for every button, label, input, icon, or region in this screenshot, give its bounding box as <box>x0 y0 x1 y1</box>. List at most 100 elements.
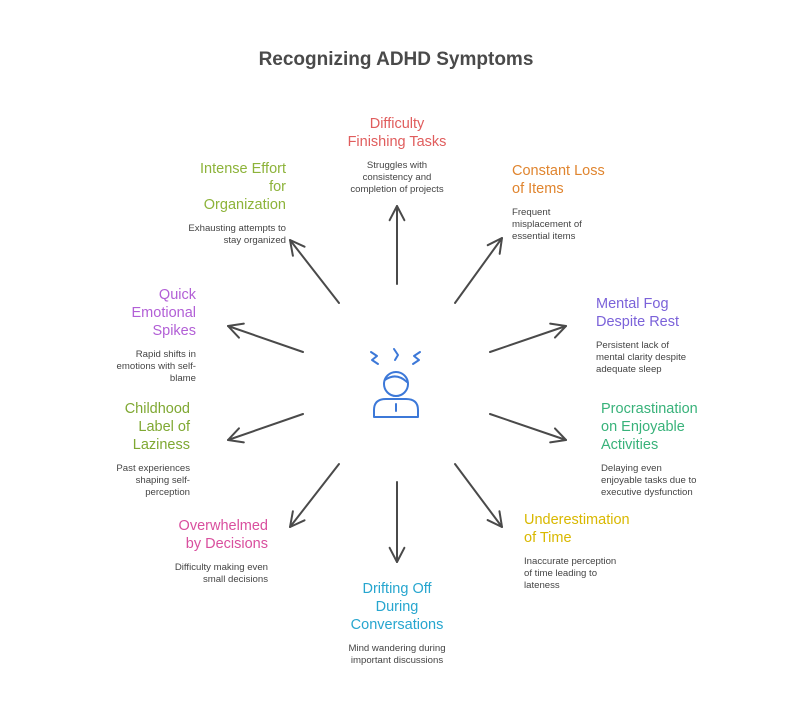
arrow-10 <box>289 239 340 304</box>
symptom-description-line: important discussions <box>350 655 444 666</box>
symptom-title-line: for <box>269 179 286 195</box>
arrow-shaft <box>489 413 567 441</box>
symptom-title-line: Constant Loss <box>512 163 605 179</box>
symptom-description-line: completion of projects <box>350 184 444 195</box>
arrow-8 <box>227 413 304 444</box>
symptom-title-line: Difficulty <box>369 116 425 132</box>
symptom-title-line: of Time <box>524 530 572 546</box>
symptom-title-line: by Decisions <box>185 536 268 552</box>
arrow-3 <box>489 322 567 353</box>
symptom-title-line: During <box>375 599 419 615</box>
symptom-title-line: Conversations <box>350 617 444 633</box>
symptom-title-line: Finishing Tasks <box>347 134 447 150</box>
hair-line <box>384 375 408 383</box>
symptom-title-line: Overwhelmed <box>178 518 268 534</box>
symptom-description-line: Exhausting attempts to <box>188 223 286 234</box>
symptom-description-line: Difficulty making even <box>174 562 268 573</box>
symptom-description-line: enjoyable tasks due to <box>601 475 697 486</box>
stress-mark-left <box>370 351 379 365</box>
symptom-title: Constant Loss of Items <box>512 162 652 198</box>
arrow-5 <box>454 463 503 528</box>
symptom-title-line: Procrastination <box>601 401 698 417</box>
symptom-title-line: Laziness <box>132 437 190 453</box>
symptom-title-line: on Enjoyable <box>601 419 685 435</box>
arrow-head <box>289 510 306 528</box>
symptom-description-line: of time leading to <box>524 568 598 579</box>
symptom-title-line: Spikes <box>152 323 196 339</box>
arrow-head <box>486 237 503 255</box>
symptom-description-line: essential items <box>512 231 576 242</box>
symptom-title: Underestimation of Time <box>524 511 674 547</box>
symptom-description-line: Delaying even <box>601 463 662 474</box>
symptom-title-line: Emotional <box>131 305 196 321</box>
symptom-title-line: Activities <box>601 437 659 453</box>
arrow-6 <box>388 481 406 563</box>
head <box>383 371 409 397</box>
symptom-title-line: Drifting Off <box>362 581 432 597</box>
symptom-title-line: of Items <box>512 181 564 197</box>
symptom-description-line: adequate sleep <box>596 364 662 375</box>
arrow-shaft <box>454 237 503 304</box>
symptom-description-line: Mind wandering during <box>348 643 446 654</box>
symptom-description-line: mental clarity despite <box>596 352 687 363</box>
arrow-shaft <box>289 239 340 304</box>
arrow-head <box>388 205 406 222</box>
symptom-title-line: Quick <box>158 287 196 303</box>
symptom-title-line: Underestimation <box>524 512 630 528</box>
arrow-7 <box>289 463 340 528</box>
symptom-description-line: Inaccurate perception <box>524 556 617 567</box>
symptom-description-line: lateness <box>524 580 560 591</box>
symptom-description-line: Persistent lack of <box>596 340 670 351</box>
arrow-head <box>227 427 245 444</box>
symptom-description-line: Past experiences <box>116 463 190 474</box>
symptom-title: Overwhelmed by Decisions <box>118 517 268 553</box>
arrow-head <box>549 427 567 444</box>
symptom-description-line: consistency and <box>362 172 432 183</box>
arrow-head <box>486 510 503 528</box>
arrow-1 <box>388 205 406 285</box>
symptom-title-line: Intense Effort <box>200 161 286 177</box>
symptom-description-line: executive dysfunction <box>601 487 693 498</box>
symptom-description-line: perception <box>145 487 190 498</box>
arrow-shaft <box>489 325 567 353</box>
symptom-description-line: shaping self- <box>135 475 190 486</box>
arrow-2 <box>454 237 503 304</box>
arrow-head <box>549 322 567 339</box>
symptom-title-line: Mental Fog <box>596 296 669 312</box>
symptom-description-line: small decisions <box>202 574 268 585</box>
symptom-description-line: misplacement of <box>512 219 582 230</box>
arrow-shaft <box>227 413 304 441</box>
stress-mark-right <box>412 351 421 365</box>
arrow-shaft <box>454 463 503 528</box>
arrow-head <box>388 546 406 563</box>
symptom-description-line: Frequent <box>512 207 551 218</box>
stress-mark-center <box>393 348 399 361</box>
symptom-description-line: blame <box>169 373 196 384</box>
arrow-9 <box>227 322 304 353</box>
